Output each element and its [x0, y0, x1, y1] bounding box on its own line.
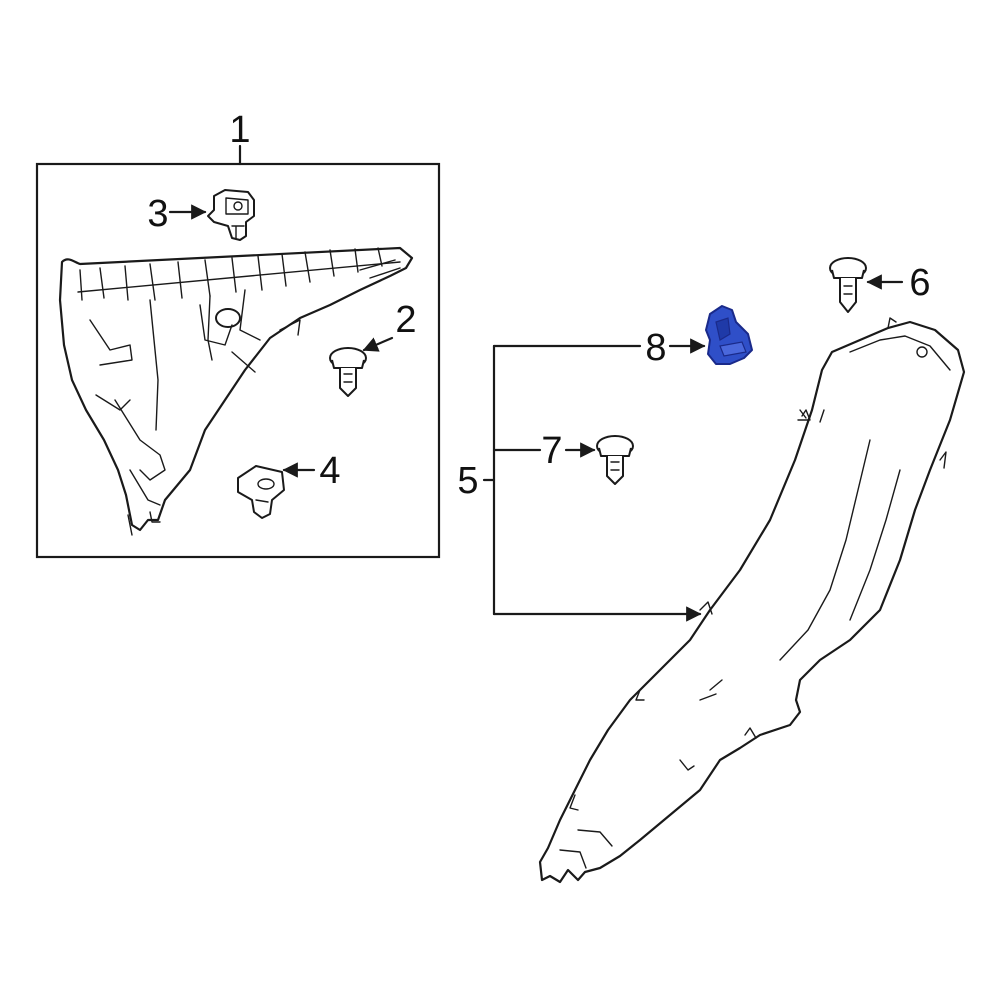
bracket-5 — [482, 344, 702, 622]
callout-1[interactable]: 1 — [229, 109, 250, 151]
push-pin-part-6[interactable] — [829, 257, 867, 313]
callout-5[interactable]: 5 — [457, 460, 478, 502]
callout-2[interactable]: 2 — [395, 299, 416, 341]
pillar-trim-panel[interactable] — [538, 317, 966, 884]
callout-6[interactable]: 6 — [909, 262, 930, 304]
leader-2 — [362, 336, 394, 352]
nut-clip-part-4[interactable] — [237, 465, 285, 519]
callout-3[interactable]: 3 — [147, 193, 168, 235]
callout-7[interactable]: 7 — [541, 430, 562, 472]
push-pin-part-7[interactable] — [596, 435, 634, 485]
group-box-1 — [35, 144, 441, 559]
callout-4[interactable]: 4 — [319, 450, 340, 492]
push-pin-part-2[interactable] — [329, 347, 367, 397]
clip-part-3[interactable] — [207, 189, 255, 241]
quarter-trim-panel[interactable] — [58, 246, 414, 536]
callout-8[interactable]: 8 — [645, 327, 666, 369]
clip-part-8-highlighted[interactable] — [705, 305, 753, 365]
